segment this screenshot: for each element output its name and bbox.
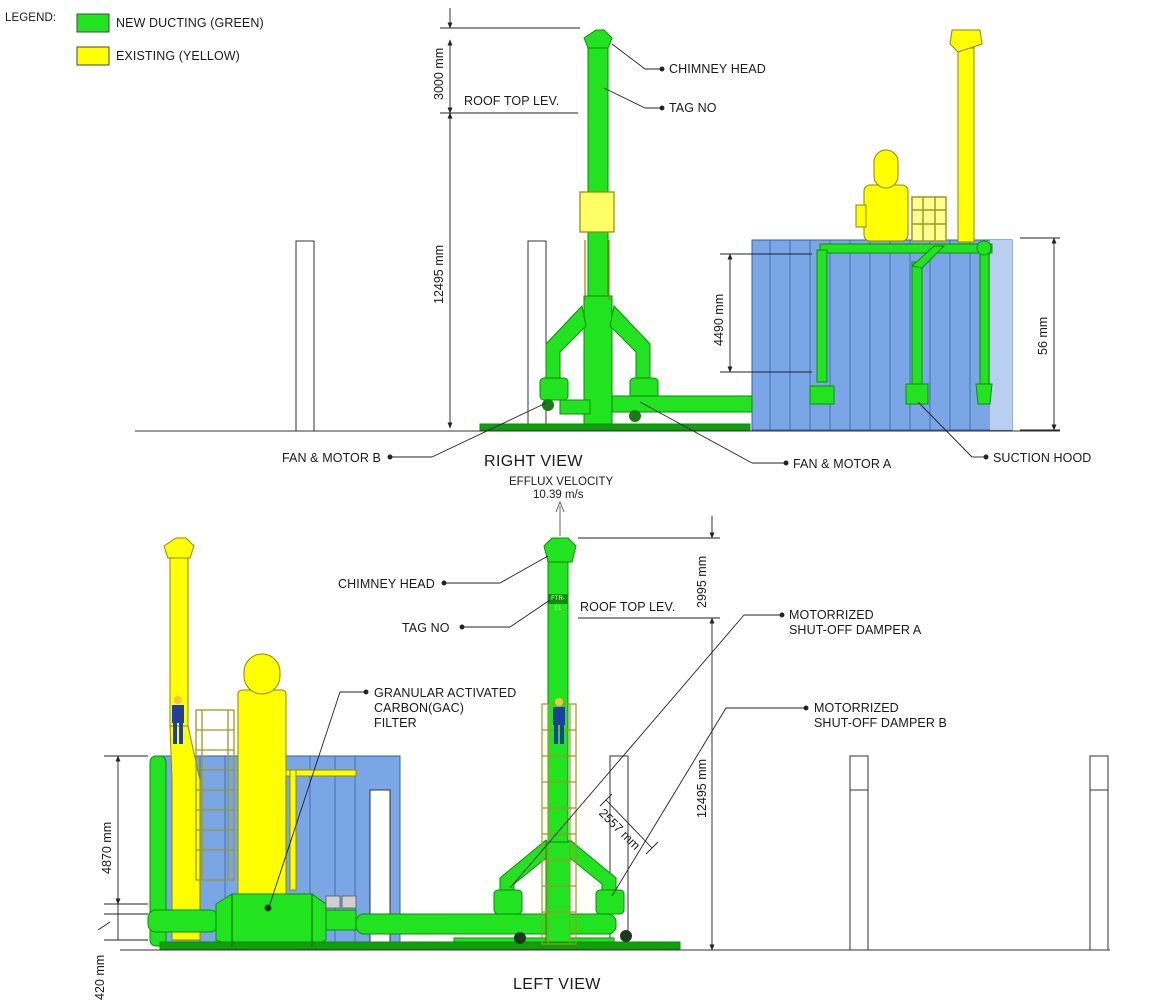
legend-swatch-new-ducting (76, 13, 110, 33)
left-view-chimney (493, 537, 625, 943)
left-view-worker-figure-1 (172, 696, 184, 744)
right-view-leaders (387, 43, 989, 466)
left-view-existing-ladder (195, 709, 235, 881)
left-view-dimension-lines (97, 516, 720, 951)
left-view-title: LEFT VIEW (513, 976, 601, 993)
lv-damper-a-line1: MOTORRIZED (789, 608, 874, 622)
right-view-title: RIGHT VIEW (484, 453, 583, 470)
legend-item-existing: EXISTING (YELLOW) (116, 49, 240, 63)
right-view-drawing (135, 8, 1060, 466)
left-view-existing-stack (163, 537, 357, 941)
legend-item-new-ducting: NEW DUCTING (GREEN) (116, 16, 264, 30)
left-view-drawing (97, 500, 1110, 951)
rv-dim-hood-height: 4490 mm (712, 293, 726, 346)
right-view-dimension-lines (440, 8, 1060, 431)
right-view-suction-ducting (809, 240, 993, 405)
lv-dim-wall-height: 4870 mm (100, 821, 114, 874)
right-view-building (751, 239, 1013, 431)
rv-fan-motor-a-label: FAN & MOTOR A (793, 457, 892, 471)
right-view-existing-scrubber (855, 29, 983, 243)
legend-title: LEGEND: (5, 12, 57, 24)
gac-filter-marking (231, 894, 313, 946)
lv-damper-b-line1: MOTORRIZED (814, 701, 899, 715)
left-view-chimney-ladder (541, 703, 577, 945)
rv-tag-no-label: TAG NO (669, 101, 717, 115)
lv-gac-line1: GRANULAR ACTIVATED (374, 686, 517, 700)
right-view-existing-ladder (911, 196, 947, 242)
rv-dim-building-height: 56 mm (1036, 316, 1050, 355)
lv-dim-chimney-above-roof: 2995 mm (695, 555, 709, 608)
lv-tag-no-label: TAG NO (402, 621, 450, 635)
left-view-tag-plate (548, 594, 568, 604)
efflux-arrow (555, 500, 565, 536)
right-view-chimney (479, 29, 753, 431)
left-view-worker-figure-2 (553, 698, 565, 744)
lv-chimney-head-label: CHIMNEY HEAD (338, 577, 435, 591)
lv-roof-top-label: ROOF TOP LEV. (580, 600, 676, 614)
lv-dim-base-offset: 420 mm (93, 954, 107, 1000)
right-view-chimney-ladder (579, 191, 615, 300)
lv-tag-plate-text: FTR-01 (551, 596, 565, 612)
legend-swatch-existing (76, 46, 110, 66)
rv-dim-chimney-above-roof: 3000 mm (432, 47, 446, 100)
lv-gac-line3: FILTER (374, 716, 417, 730)
efflux-velocity-label: EFFLUX VELOCITY (509, 476, 614, 488)
lv-damper-a-line2: SHUT-OFF DAMPER A (789, 623, 922, 637)
fan-a-wheel (629, 410, 641, 422)
rv-fan-motor-b-label: FAN & MOTOR B (282, 451, 381, 465)
rv-chimney-head-label: CHIMNEY HEAD (669, 62, 766, 76)
lv-gac-line2: CARBON(GAC) (374, 701, 464, 715)
right-view-column-1 (295, 240, 315, 432)
rv-suction-hood-label: SUCTION HOOD (993, 451, 1092, 465)
efflux-velocity-value: 10.39 m/s (533, 489, 584, 501)
fan-b-wheel (542, 399, 554, 411)
gac-damper-valves (325, 895, 357, 909)
left-view-fan-wheel-1 (514, 932, 526, 944)
rv-roof-top-label: ROOF TOP LEV. (464, 94, 560, 108)
left-view-leaders (267, 555, 809, 911)
rv-dim-roof-height: 12495 mm (432, 244, 446, 304)
lv-damper-b-line2: SHUT-OFF DAMPER B (814, 716, 947, 730)
lv-dim-roof-height: 12495 mm (695, 758, 709, 818)
left-view-fan-wheel-2 (620, 930, 632, 942)
